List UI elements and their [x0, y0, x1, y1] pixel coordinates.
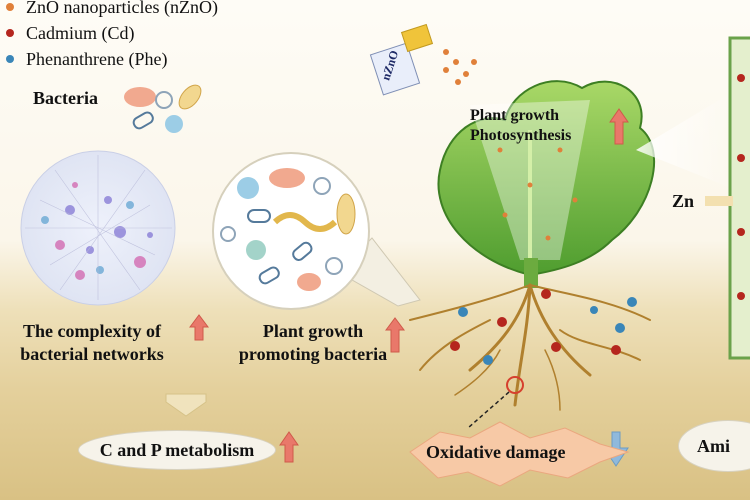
bacterial-network-circle: [20, 150, 176, 306]
legend-item-nzno: ZnO nanoparticles (nZnO): [6, 0, 218, 20]
legend-dot-nzno: [6, 3, 14, 11]
bacteria-label: Bacteria: [33, 88, 98, 108]
flow-arrow-icon: [165, 393, 207, 417]
plant-roots: [409, 283, 651, 411]
bacteria-icons: [124, 84, 202, 133]
legend-dot-phe: [6, 55, 14, 63]
oxidative-damage-label: Oxidative damage: [426, 442, 566, 462]
pgpb-label: Plant growth promoting bacteria: [238, 321, 388, 364]
root-cell-panel: [705, 36, 750, 360]
plant-growth-label: Plant growth Photosynthesis: [470, 107, 572, 144]
amino-pill: Ami: [678, 420, 750, 472]
zoom-beam: [636, 90, 736, 190]
zn-label: Zn: [672, 191, 695, 211]
arrow-up-icons: [189, 108, 629, 463]
plant-shoot: [437, 80, 655, 288]
oxidative-starburst: [409, 421, 630, 487]
spray-bottle: [369, 23, 477, 96]
metabolism-pill: C and P metabolism: [78, 430, 276, 470]
legend: ZnO nanoparticles (nZnO) Cadmium (Cd) Ph…: [6, 0, 218, 72]
network-complexity-label: The complexity of bacterial networks: [20, 321, 164, 364]
legend-item-cd: Cadmium (Cd): [6, 20, 218, 46]
root-particles: [450, 289, 637, 429]
pgpb-circle: [212, 152, 370, 310]
legend-dot-cd: [6, 29, 14, 37]
legend-item-phe: Phenanthrene (Phe): [6, 46, 218, 72]
